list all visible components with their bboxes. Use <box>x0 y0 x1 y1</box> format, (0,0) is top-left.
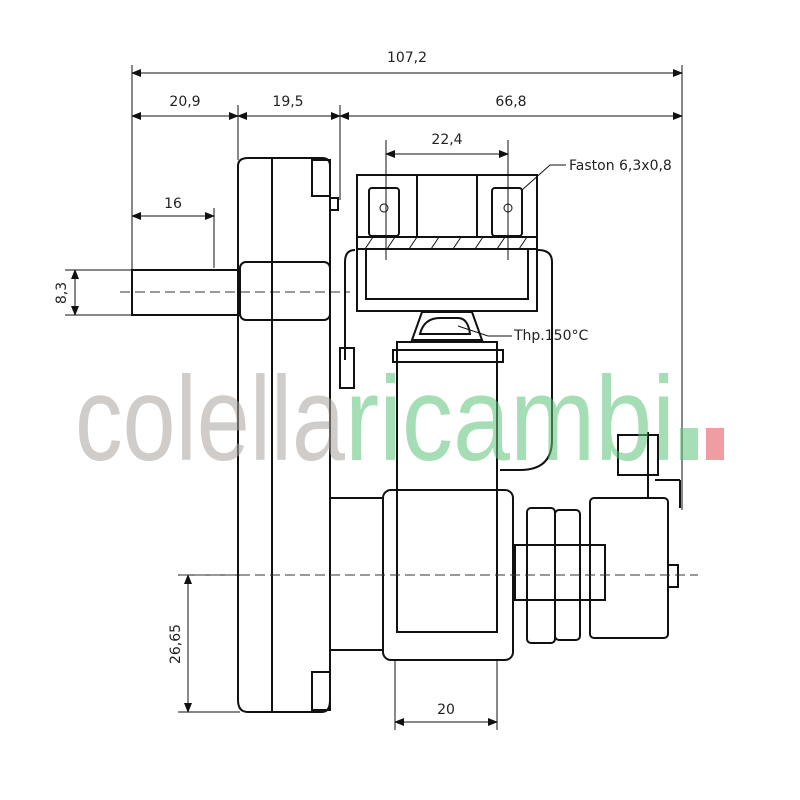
faston-callout: Faston 6,3x0,8 <box>569 158 672 174</box>
svg-text:ricambi: ricambi <box>345 352 675 486</box>
faston-leader <box>521 164 566 191</box>
watermark-logo: colella ricambi <box>75 352 724 486</box>
output-shaft <box>120 269 350 316</box>
dim-segment-2: 19,5 <box>272 94 303 110</box>
dim-body-width: 20 <box>437 702 455 718</box>
rear-assembly <box>180 432 698 644</box>
svg-text:colella: colella <box>75 352 345 486</box>
dim-shaft-diameter: 8,3 <box>54 282 70 304</box>
dim-shaft-offset: 26,65 <box>168 624 184 664</box>
connector-icon <box>617 434 659 476</box>
thermal-protector <box>410 311 484 341</box>
dim-overall-length: 107,2 <box>387 50 427 66</box>
motor-body <box>330 341 514 661</box>
gearbox <box>237 157 355 713</box>
dim-segment-1: 20,9 <box>169 94 200 110</box>
thp-leader <box>457 325 512 337</box>
thp-callout: Thp.150°C <box>513 328 588 344</box>
dimension-lines <box>71 69 683 726</box>
dim-terminal-spacing: 22,4 <box>431 132 462 148</box>
dim-segment-3: 66,8 <box>495 94 526 110</box>
dim-shaft-length: 16 <box>164 196 182 212</box>
